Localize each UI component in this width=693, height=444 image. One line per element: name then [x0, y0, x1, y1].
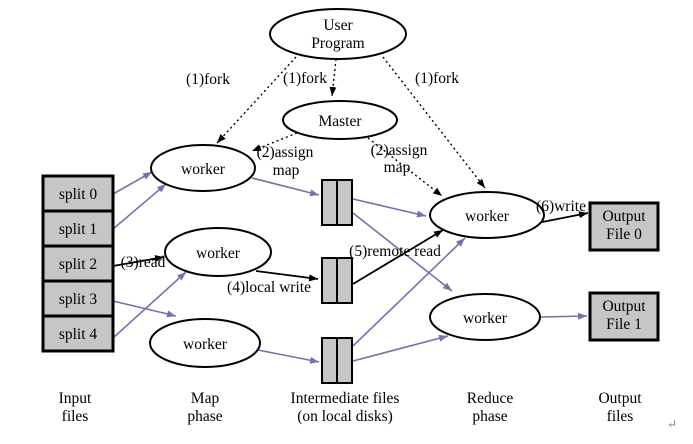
- edge-assign-map-to-reduce-worker-1: [367, 137, 443, 197]
- output-file-1-box: [588, 291, 660, 342]
- map-worker-3-node: [149, 318, 261, 368]
- reduce-worker-1-label: worker: [465, 208, 510, 225]
- intermediate-2-bar-left: [321, 257, 338, 304]
- edge-map-worker-3-to-intermediate-3: [257, 349, 320, 364]
- user-program-label-line2: Program: [311, 35, 364, 52]
- label-assign-right-line2: map: [384, 159, 411, 176]
- edge-local-write-to-intermediate-2: [255, 270, 319, 282]
- map-worker-3-label: worker: [183, 336, 228, 353]
- split-3-label: split 3: [59, 291, 98, 308]
- caption-intermediate-line1: Intermediate files: [291, 390, 400, 407]
- output-file-1-line2: File 1: [606, 316, 642, 333]
- label-assign-right-line1: (2)assign: [371, 142, 428, 159]
- master-label: Master: [318, 113, 362, 130]
- user-program-label-line1: User: [323, 17, 353, 34]
- label-fork-center: (1)fork: [283, 70, 327, 87]
- split-4-label: split 4: [59, 326, 98, 343]
- intermediate-3-bar-left: [321, 337, 338, 384]
- edge-fork-to-master: [329, 58, 337, 97]
- map-worker-1-node: [150, 144, 256, 192]
- edge-remote-read-to-reduce-worker-1: [352, 229, 444, 285]
- output-files: Output File 0 Output File 1: [588, 201, 660, 342]
- caption-input-line1: Input: [59, 390, 92, 407]
- edge-assign-map-to-map-worker-1: [251, 132, 298, 152]
- master-node: [282, 100, 398, 140]
- caption-reduce-line1: Reduce: [467, 390, 514, 407]
- label-write: (6)write: [536, 198, 586, 215]
- caption-intermediate-line2: (on local disks): [297, 408, 393, 425]
- label-assign-left-line2: map: [273, 162, 300, 179]
- edge-map-worker-1-to-intermediate-1: [251, 177, 320, 197]
- caption-map-line2: phase: [187, 408, 222, 425]
- map-worker-1-label: worker: [181, 161, 226, 178]
- reduce-worker-1-node: [429, 191, 545, 239]
- user-program-node: [269, 8, 407, 60]
- edge-read-split2-to-map-worker-2: [112, 255, 165, 267]
- intermediate-3-bar-right: [336, 337, 353, 384]
- split-0-box: [41, 174, 115, 213]
- caption-input-line2: files: [62, 408, 89, 425]
- map-worker-2-node: [164, 227, 272, 277]
- paragraph-return-mark: ↵: [667, 417, 677, 431]
- caption-reduce-line2: phase: [472, 408, 507, 425]
- split-1-label: split 1: [59, 221, 97, 238]
- split-2-label: split 2: [59, 256, 97, 273]
- output-file-0-box: [588, 201, 660, 252]
- edge-intermediate-1-to-reduce-worker-1: [352, 198, 427, 218]
- edge-reduce-worker-2-to-output-file-1: [540, 312, 588, 320]
- label-read: (3)read: [121, 254, 166, 271]
- intermediate-1-bar-right: [336, 179, 353, 226]
- input-splits: split 0 split 1 split 2 split 3 split 4: [41, 174, 115, 353]
- label-fork-left: (1)fork: [186, 71, 230, 88]
- split-4-box: [41, 314, 115, 353]
- edge-split0-to-map-worker-1: [112, 171, 153, 195]
- edge-intermediate-1-to-reduce-worker-2: [352, 212, 453, 292]
- edge-split1-to-map-worker-1: [112, 183, 167, 230]
- label-remote-read: (5)remote read: [349, 243, 441, 260]
- output-file-1-line1: Output: [602, 298, 646, 315]
- output-file-0-line1: Output: [602, 208, 646, 225]
- intermediate-2-bar-right: [336, 257, 353, 304]
- split-0-label: split 0: [59, 186, 98, 203]
- reduce-worker-2-node: [429, 293, 541, 341]
- caption-map-line1: Map: [191, 390, 220, 407]
- output-file-0-line2: File 0: [606, 226, 642, 243]
- label-assign-left-line1: (2)assign: [257, 144, 314, 161]
- edge-split4-to-map-worker-2: [112, 271, 187, 339]
- intermediate-1-bar-left: [321, 179, 338, 226]
- label-local-write: (4)local write: [227, 279, 311, 296]
- map-worker-2-label: worker: [196, 245, 241, 262]
- phase-captions: Input files Map phase Intermediate files…: [59, 390, 643, 425]
- label-fork-right: (1)fork: [415, 70, 459, 87]
- caption-output-line2: files: [607, 408, 634, 425]
- caption-output-line1: Output: [598, 390, 642, 407]
- edge-intermediate-3-to-reduce-worker-2: [352, 334, 449, 362]
- intermediate-files: [321, 179, 353, 384]
- reduce-worker-2-label: worker: [463, 310, 508, 327]
- edge-intermediate-3-to-reduce-worker-1: [352, 237, 466, 347]
